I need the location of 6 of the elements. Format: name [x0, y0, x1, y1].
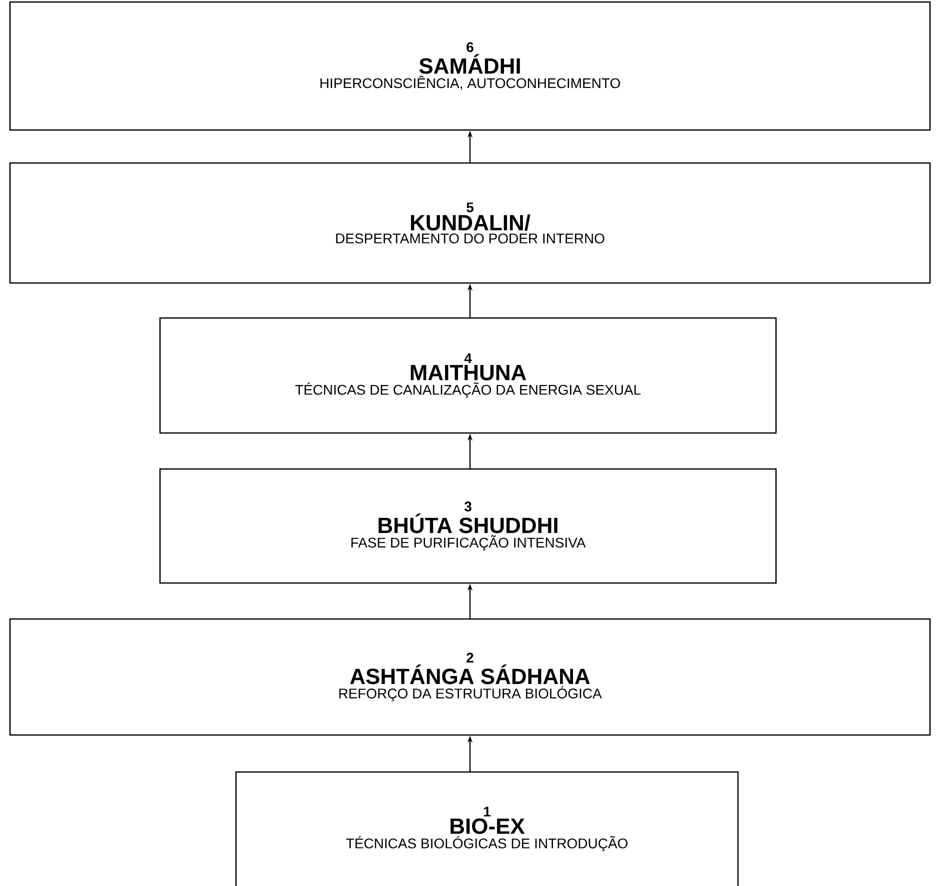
stage-box: 2 ASHTÁNGA SÁDHANA REFORÇO DA ESTRUTURA BIOLÓGICA — [9, 618, 931, 736]
stage-box: 1 BIO-EX TÉCNICAS BIOLÓGICAS DE INTRODUÇÃO — [235, 771, 739, 886]
stage-box: 3 BHÚTA SHUDDHI FASE DE PURIFICAÇÃO INTENSIVA — [159, 468, 777, 584]
stage-box: 4 MAITHUNA TÉCNICAS DE CANALIZAÇÃO DA ENERGIA SEXUAL — [159, 317, 777, 434]
stage-box: 6 SAMÁDHI HIPERCONSCIÊNCIA, AUTOCONHECIMENTO — [9, 1, 931, 131]
stage-box: 5 KUNDALIN/ DESPERTAMENTO DO PODER INTERNO — [9, 162, 931, 284]
